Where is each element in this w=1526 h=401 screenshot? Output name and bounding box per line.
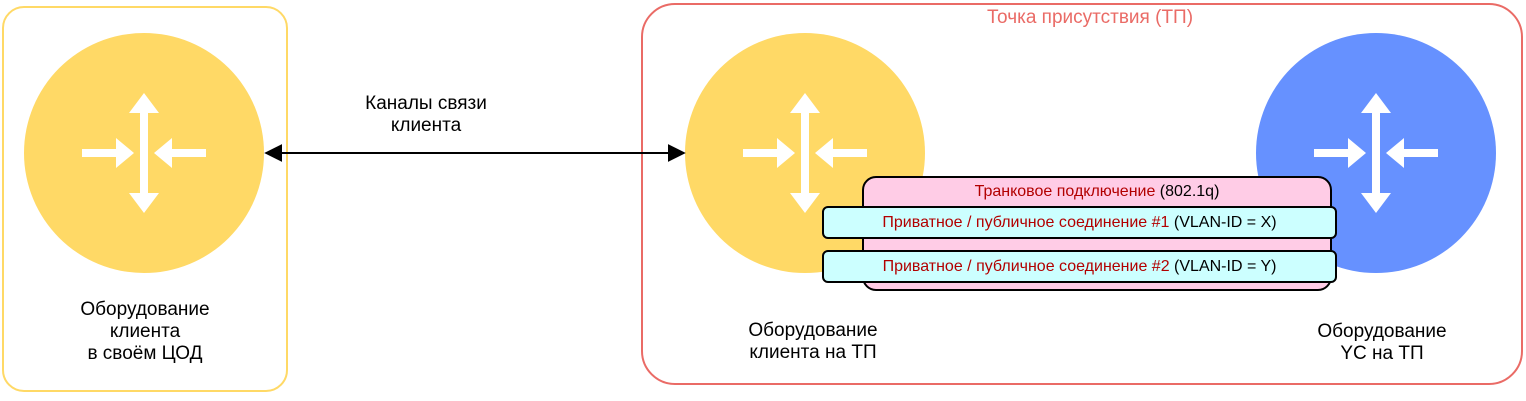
trunk-connection-spec: (802.1q) bbox=[1155, 183, 1220, 200]
client-dc-label: Оборудование клиента в своём ЦОД bbox=[80, 299, 210, 364]
client-pop-label: Оборудование клиента на ТП bbox=[748, 320, 878, 363]
trunk-connection-title: Транковое подключение (802.1q) bbox=[864, 182, 1330, 202]
connection-1-name: Приватное / публичное соединение #1 bbox=[882, 214, 1170, 231]
client-links-label: Каналы связи клиента bbox=[365, 93, 487, 136]
client-dc-router-icon bbox=[24, 33, 264, 273]
connection-2: Приватное / публичное соединение #2 (VLA… bbox=[822, 250, 1337, 283]
yc-pop-label: Оборудование YC на ТП bbox=[1317, 321, 1447, 364]
connection-2-name: Приватное / публичное соединение #2 bbox=[882, 258, 1170, 275]
connection-1: Приватное / публичное соединение #1 (VLA… bbox=[822, 206, 1337, 239]
connection-2-vlan: (VLAN-ID = Y) bbox=[1169, 258, 1277, 275]
trunk-connection-name: Транковое подключение bbox=[974, 183, 1156, 200]
connection-1-vlan: (VLAN-ID = X) bbox=[1169, 214, 1277, 231]
pop-title: Точка присутствия (ТП) bbox=[986, 7, 1194, 28]
